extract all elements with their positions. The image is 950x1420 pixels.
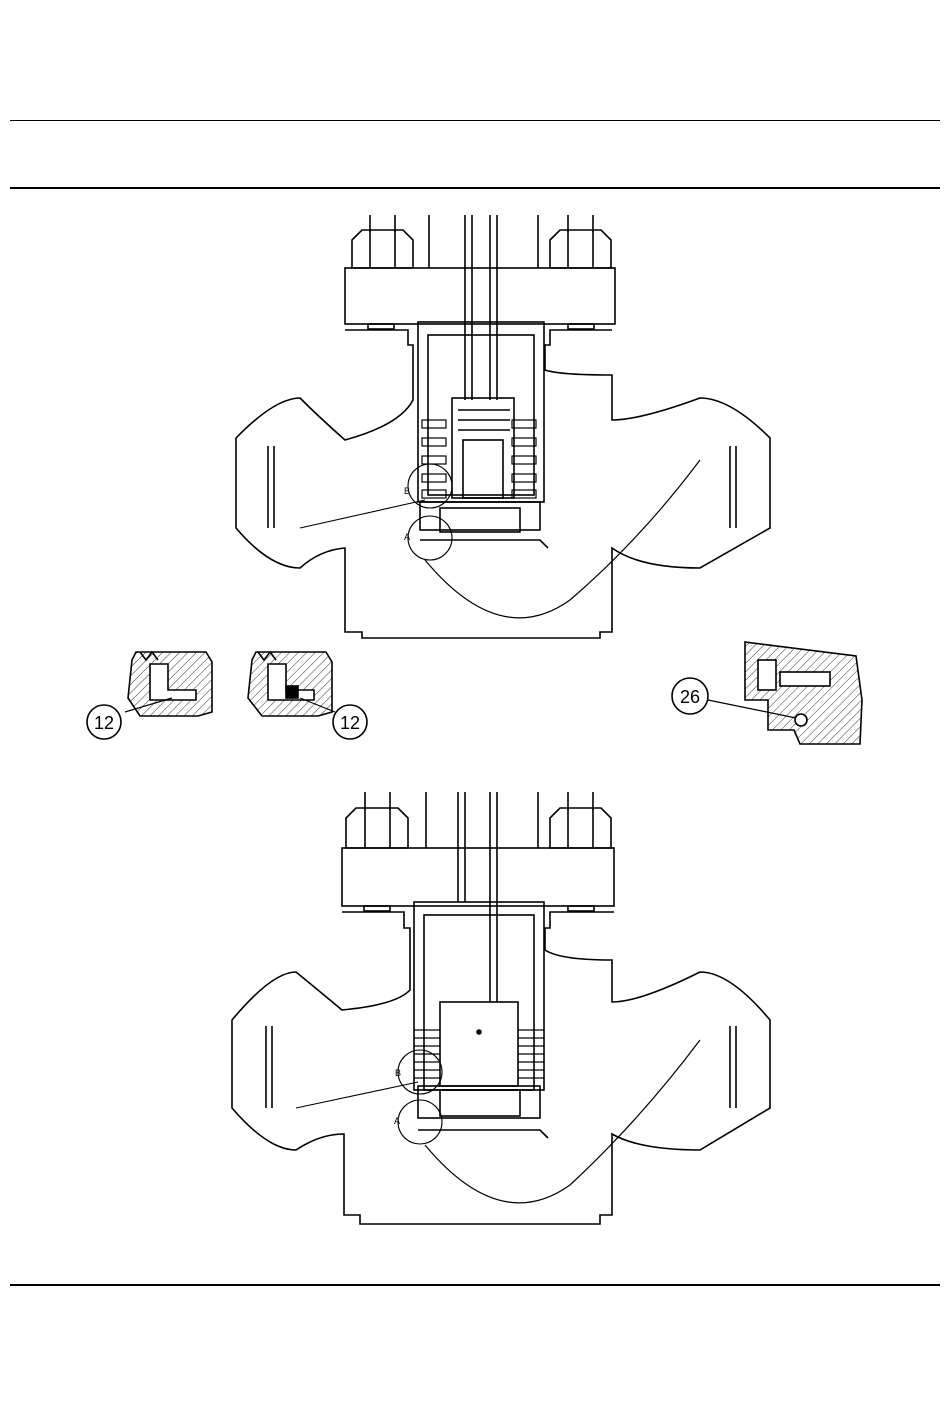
left-callout: 12 (87, 705, 121, 739)
upper-cage-ports-right (512, 420, 536, 498)
lower-valve-assembly (232, 792, 770, 1224)
middle-callout-text: 12 (340, 713, 360, 733)
detail-view-right (708, 642, 862, 744)
lower-detail-a-circle (398, 1100, 442, 1144)
lower-detail-b-label: B (395, 1068, 401, 1078)
right-callout: 26 (672, 678, 708, 714)
lower-detail-a-label: A (394, 1116, 400, 1126)
upper-detail-a-circle (408, 516, 452, 560)
upper-end-ports (268, 446, 736, 528)
lower-plug-dot (477, 1030, 481, 1034)
lower-bonnet (342, 792, 614, 911)
detail-view-middle (248, 652, 335, 716)
upper-valve-assembly (236, 215, 770, 638)
lower-cage-slots-right (518, 1030, 544, 1078)
upper-detail-a-label: A (404, 532, 410, 542)
upper-left-bolt (352, 215, 413, 268)
right-callout-text: 26 (680, 687, 700, 707)
upper-detail-b-label: B (404, 486, 410, 496)
upper-cage-ports-left (422, 420, 446, 498)
left-callout-text: 12 (94, 713, 114, 733)
upper-right-bolt (550, 215, 611, 268)
detail-view-left (125, 652, 212, 716)
middle-callout: 12 (333, 705, 367, 739)
lower-right-bolt (550, 792, 611, 848)
lower-cage-slots-left (414, 1030, 440, 1078)
lower-left-bolt (346, 792, 408, 848)
upper-cage (418, 322, 544, 502)
lower-detail-b-circle (398, 1050, 442, 1094)
lower-seat-ring (418, 1086, 548, 1138)
lower-valve-stem (458, 792, 497, 1002)
upper-seat-ring (420, 502, 548, 548)
upper-bonnet (345, 215, 615, 329)
lower-valve-body (232, 912, 770, 1224)
upper-valve-stem (465, 215, 497, 400)
lower-end-ports (266, 1026, 736, 1108)
